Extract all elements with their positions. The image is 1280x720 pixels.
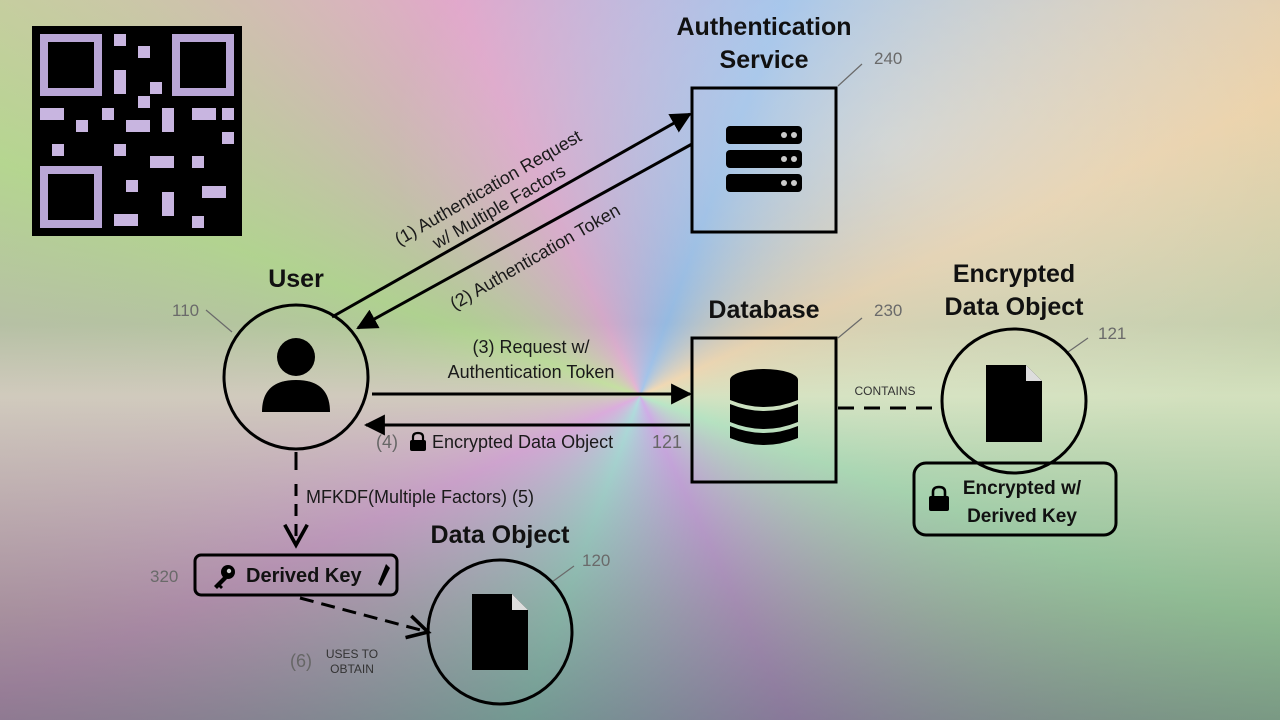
database-ref: 230 <box>874 301 902 320</box>
auth-service-box[interactable] <box>690 86 838 234</box>
auth-service-ref: 240 <box>874 49 902 68</box>
user-node[interactable] <box>222 303 370 451</box>
encrypted-badge-text-2: Derived Key <box>967 506 1077 527</box>
auth-service-title-2: Service <box>720 46 809 74</box>
key-icon <box>214 565 235 589</box>
edge-6-arrow <box>299 596 432 640</box>
contains-label: CONTAINS <box>854 384 915 398</box>
edge-6-step: (6) <box>290 651 312 671</box>
edge-6-label: USES TO <box>326 647 378 661</box>
edge-6-label-2: OBTAIN <box>330 662 374 676</box>
qr-code-icon <box>32 26 242 236</box>
file-icon <box>472 594 528 670</box>
data-object-title: Data Object <box>431 521 571 549</box>
user-ref: 110 <box>172 301 199 320</box>
edge-4-ref: 121 <box>652 432 682 452</box>
encrypted-object-title: Encrypted <box>953 260 1075 288</box>
derived-key-ref: 320 <box>150 567 178 586</box>
edge-1-arrow <box>331 112 692 319</box>
edge-1-label: (1) Authentication Request <box>391 126 585 249</box>
edge-2-arrow <box>356 142 693 330</box>
server-icon <box>726 126 802 192</box>
encrypted-object-title-2: Data Object <box>945 293 1085 321</box>
auth-service-title: Authentication <box>677 13 852 41</box>
user-icon <box>262 338 330 412</box>
encrypted-object-node[interactable] <box>940 327 1088 475</box>
edge-4-label: Encrypted Data Object <box>432 432 613 452</box>
edge-3-label-2: Authentication Token <box>448 362 615 382</box>
edge-3-label: (3) Request w/ <box>472 337 589 357</box>
encrypted-badge <box>912 461 1118 537</box>
file-icon <box>986 365 1042 442</box>
derived-key-box[interactable] <box>193 553 399 597</box>
lock-icon <box>929 485 949 511</box>
pen-icon <box>378 564 390 586</box>
encrypted-badge-text: Encrypted w/ <box>963 478 1082 499</box>
derived-key-label: Derived Key <box>246 565 362 587</box>
database-icon <box>730 369 798 445</box>
lock-icon <box>410 431 426 451</box>
data-object-ref: 120 <box>582 551 610 570</box>
database-box[interactable] <box>690 336 838 484</box>
data-object-node[interactable] <box>426 558 574 706</box>
edge-4-step: (4) <box>376 432 398 452</box>
database-title: Database <box>708 296 819 324</box>
edge-5-label: MFKDF(Multiple Factors) (5) <box>306 487 534 507</box>
user-title: User <box>268 265 324 293</box>
encrypted-object-ref: 121 <box>1098 324 1126 343</box>
